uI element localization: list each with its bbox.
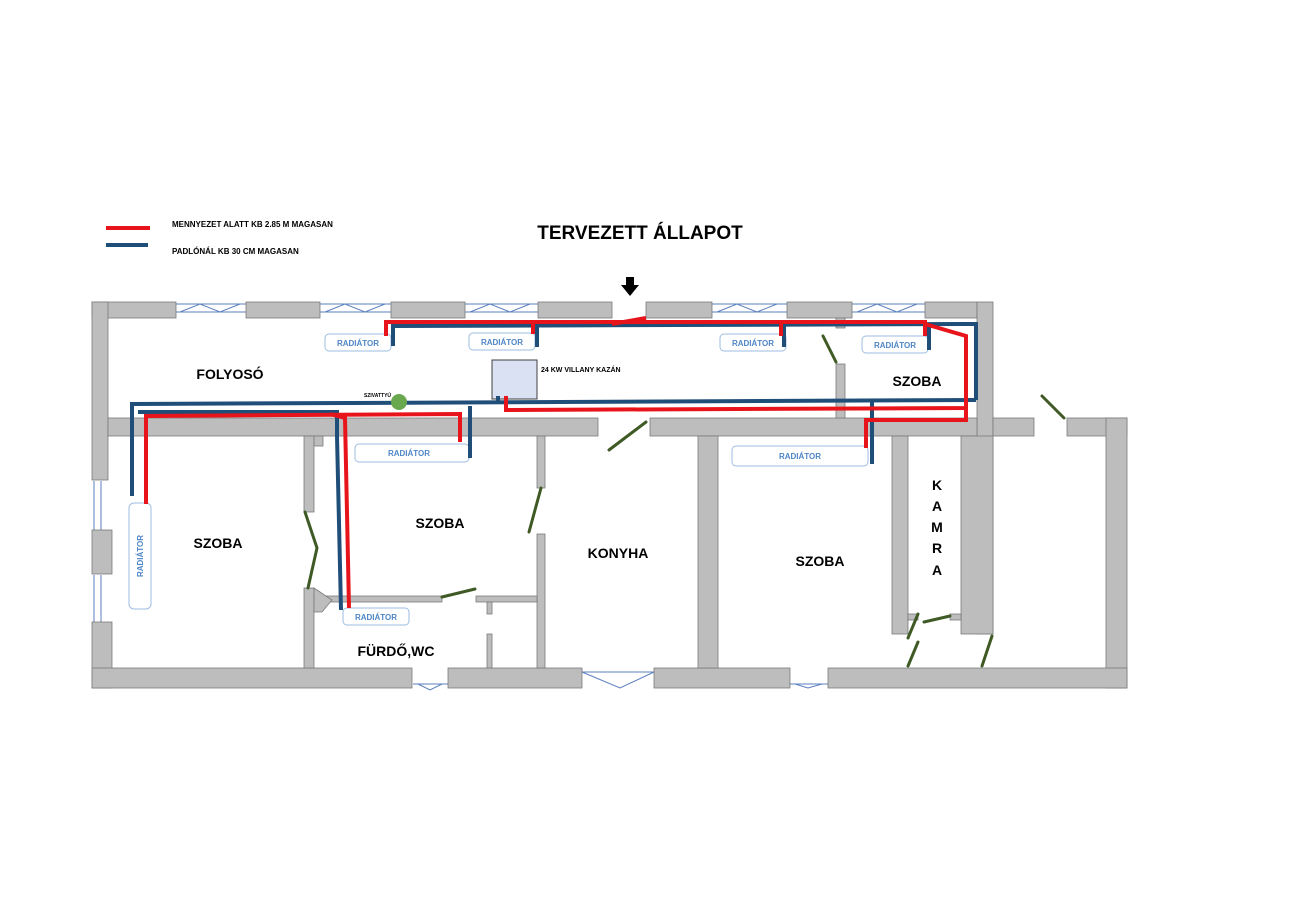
door xyxy=(906,612,920,640)
radiator: RADIÁTOR xyxy=(861,335,929,354)
pump-label: SZIVATTYÚ xyxy=(364,392,391,399)
door xyxy=(980,634,994,668)
radiator: RADIÁTOR xyxy=(324,333,392,352)
pump-icon xyxy=(391,394,407,410)
legend-hot-label: MENNYEZET ALATT KB 2.85 M MAGASAN xyxy=(172,220,333,229)
door xyxy=(607,420,648,452)
radiator-label: RADIÁTOR xyxy=(388,449,430,458)
room-label-szoba-right: SZOBA xyxy=(796,553,845,569)
radiator: RADIÁTOR xyxy=(354,443,470,463)
cold-pipes xyxy=(130,322,978,611)
arrow-down-icon xyxy=(621,277,639,296)
radiator-label: RADIÁTOR xyxy=(481,338,523,347)
boiler-box xyxy=(491,359,538,400)
room-labels: FOLYOSÓ SZOBA SZOBA SZOBA KONYHA SZOBA F… xyxy=(194,365,943,659)
walls xyxy=(91,301,1128,689)
room-label-furdo: FÜRDŐ,WC xyxy=(358,642,435,659)
door xyxy=(440,587,477,599)
window xyxy=(320,303,391,313)
radiator: RADIÁTOR xyxy=(468,332,536,351)
room-label-kamra-m: M xyxy=(931,519,943,535)
radiator: RADIÁTOR xyxy=(342,607,410,626)
boiler-label: 24 KW VILLANY KAZÁN xyxy=(541,365,621,374)
door xyxy=(821,334,838,364)
windows xyxy=(93,303,925,691)
legend-cold-label: PADLÓNÁL KB 30 CM MAGASAN xyxy=(172,247,299,256)
radiator-label: RADIÁTOR xyxy=(874,341,916,350)
room-label-kamra-k: K xyxy=(932,477,942,493)
room-label-szoba-left: SZOBA xyxy=(194,535,243,551)
room-label-kamra-a2: A xyxy=(932,562,942,578)
window xyxy=(712,303,787,313)
room-label-szoba-top-right: SZOBA xyxy=(893,373,942,389)
radiator-label: RADIÁTOR xyxy=(355,613,397,622)
door xyxy=(303,510,319,590)
window xyxy=(581,671,655,689)
radiator-label: RADIÁTOR xyxy=(779,452,821,461)
radiator: RADIÁTOR xyxy=(731,445,869,467)
window xyxy=(176,303,246,313)
door xyxy=(922,614,952,624)
door xyxy=(906,640,920,668)
room-label-folyoso: FOLYOSÓ xyxy=(196,365,263,382)
radiator-label: RADIÁTOR xyxy=(136,535,145,577)
room-label-kamra-a: A xyxy=(932,498,942,514)
radiator: RADIÁTOR xyxy=(128,502,152,610)
window xyxy=(413,683,448,691)
room-label-szoba-middle: SZOBA xyxy=(416,515,465,531)
radiator: RADIÁTOR xyxy=(719,333,787,352)
page-title: TERVEZETT ÁLLAPOT xyxy=(537,222,743,244)
radiators: RADIÁTOR RADIÁTOR RADIÁTOR RADIÁTOR RADI… xyxy=(128,332,929,626)
hot-pipes xyxy=(144,316,968,609)
room-label-konyha: KONYHA xyxy=(588,545,649,561)
radiator-label: RADIÁTOR xyxy=(732,339,774,348)
pump: SZIVATTYÚ xyxy=(364,392,407,410)
window xyxy=(465,303,538,313)
legend: MENNYEZET ALATT KB 2.85 M MAGASAN PADLÓN… xyxy=(106,220,333,256)
doors xyxy=(303,334,1066,668)
window xyxy=(93,481,102,622)
window xyxy=(790,683,828,689)
door xyxy=(527,486,543,534)
window xyxy=(852,303,925,313)
boiler: 24 KW VILLANY KAZÁN xyxy=(491,359,621,400)
room-label-kamra-r: R xyxy=(932,540,942,556)
radiator-label: RADIÁTOR xyxy=(337,339,379,348)
door xyxy=(1040,394,1066,420)
